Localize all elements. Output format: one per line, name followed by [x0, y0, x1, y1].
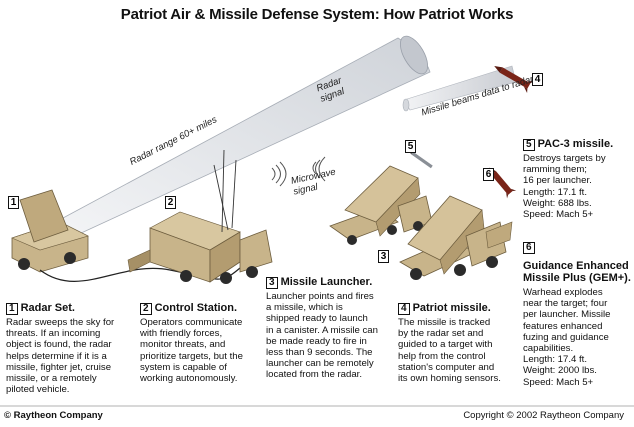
missile-data-beam-end: [402, 98, 410, 112]
marker-1: 1: [8, 196, 19, 209]
page-title: Patriot Air & Missile Defense System: Ho…: [120, 6, 514, 23]
callout-heading: Missile Launcher.: [280, 276, 373, 288]
callout-text: Launcher points and fires a missile, whi…: [266, 291, 378, 381]
marker-6: 6: [483, 168, 494, 181]
marker-3: 3: [378, 250, 389, 263]
callout-text: Radar sweeps the sky for threats. If an …: [6, 317, 115, 396]
radar-beam-end: [399, 35, 429, 75]
control-station-truck: [127, 149, 273, 284]
callout-number: 5: [523, 139, 535, 151]
callout-heading: PAC-3 missile.: [537, 138, 614, 150]
callout-number: 3: [266, 277, 278, 289]
callout-number: 1: [6, 303, 18, 315]
marker-2: 2: [165, 196, 176, 209]
callout-heading: Guidance Enhanced Missile Plus (GEM+).: [523, 260, 631, 284]
radar-set-vehicle: [11, 189, 89, 273]
callout-gem-missile: 6Guidance Enhanced Missile Plus (GEM+). …: [523, 242, 633, 388]
callout-text: Destroys targets by ramming them; 16 per…: [523, 153, 606, 221]
missile-launcher-rear: [329, 165, 433, 245]
missile-launcher-front: [399, 195, 513, 280]
callout-text: The missile is tracked by the radar set …: [398, 317, 501, 385]
footer-copyright: Copyright © 2002 Raytheon Company: [463, 410, 624, 421]
callout-number: 6: [523, 242, 535, 254]
footer-raytheon-credit: © Raytheon Company: [4, 410, 103, 421]
marker-5: 5: [405, 140, 416, 153]
callout-heading: Radar Set.: [20, 302, 75, 314]
callout-number: 2: [140, 303, 152, 315]
callout-text: Warhead explodes near the target; four p…: [523, 287, 611, 388]
marker-4: 4: [532, 73, 543, 86]
callout-heading: Patriot missile.: [412, 302, 491, 314]
callout-text: Operators communicate with friendly forc…: [140, 317, 243, 385]
microwave-signal-arcs: [271, 156, 326, 187]
callout-heading: Control Station.: [154, 302, 238, 314]
callout-number: 4: [398, 303, 410, 315]
